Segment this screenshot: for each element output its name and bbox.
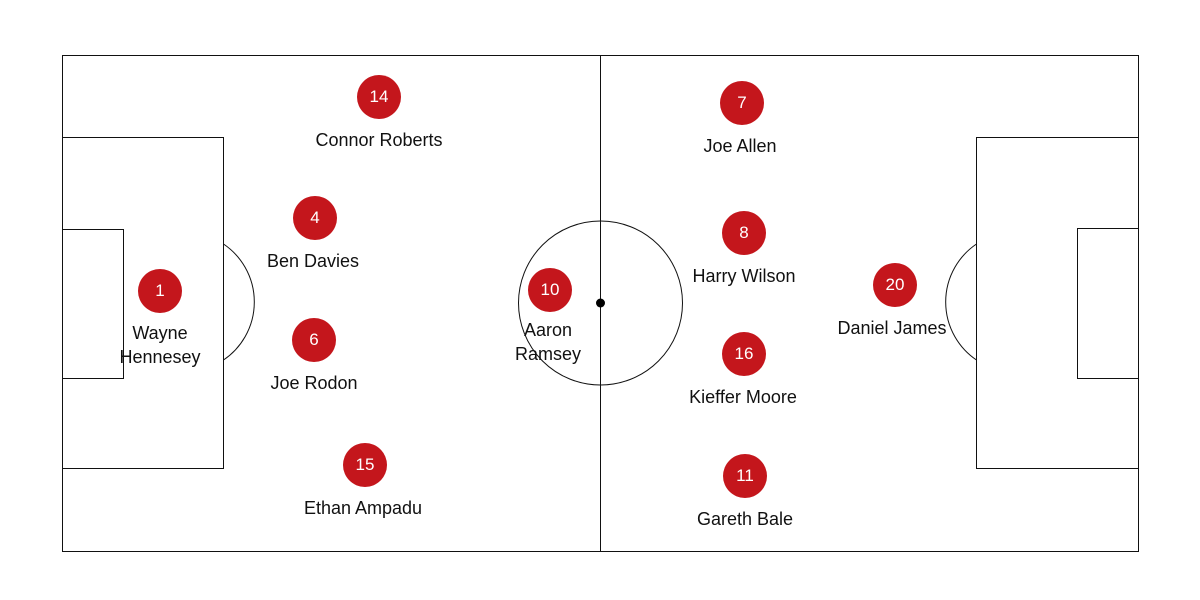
player-name: Aaron Ramsey [514,320,581,364]
right-penalty-arc [945,243,977,361]
player-number: 20 [873,263,917,307]
player-name: Gareth Bale [696,509,794,529]
right-six-yard-box [1077,228,1139,379]
player-number: 16 [722,332,766,376]
player-name: Joe Rodon [270,373,358,393]
player-name: Harry Wilson [692,266,796,286]
player-number: 7 [720,81,764,125]
player-number: 11 [723,454,767,498]
player-name: Joe Allen [703,136,777,156]
player-number: 4 [293,196,337,240]
right-penalty-box [976,137,1139,469]
player-number: 8 [722,211,766,255]
player-name: Wayne Hennesey [119,323,201,367]
player-name: Connor Roberts [315,130,443,150]
center-spot [596,298,605,308]
player-number: 10 [528,268,572,312]
left-penalty-arc [223,243,255,361]
player-name: Kieffer Moore [689,387,797,407]
player-name: Ethan Ampadu [303,498,423,518]
player-number: 15 [343,443,387,487]
player-name: Daniel James [837,318,947,338]
left-six-yard-box [62,229,124,379]
player-number: 14 [357,75,401,119]
player-name: Ben Davies [266,251,360,271]
player-number: 1 [138,269,182,313]
player-number: 6 [292,318,336,362]
center-circle [518,220,683,386]
